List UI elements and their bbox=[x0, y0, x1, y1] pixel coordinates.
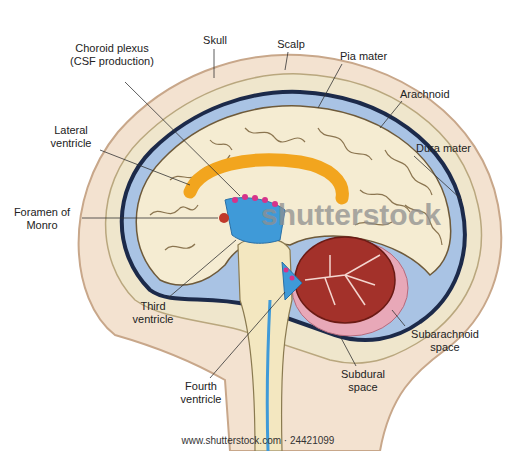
part-label: Subarachnoid space bbox=[398, 328, 492, 354]
part-label: Third ventricle bbox=[120, 300, 186, 326]
skull-band bbox=[106, 74, 482, 363]
cerebellum bbox=[295, 237, 395, 323]
dura-mater bbox=[122, 92, 465, 340]
part-label: Skull bbox=[190, 34, 240, 47]
part-label: Pia mater bbox=[340, 50, 410, 63]
scalp-outline bbox=[79, 55, 502, 451]
part-label: Scalp bbox=[266, 38, 316, 51]
footer-credit: www.shutterstock.com · 24421099 bbox=[2, 434, 512, 447]
foramen-of-monro bbox=[219, 213, 229, 223]
fourth-ventricle bbox=[282, 262, 302, 300]
part-label: Fourth ventricle bbox=[168, 380, 234, 406]
part-label: Choroid plexus (CSF production) bbox=[62, 42, 162, 68]
watermark: shutterstock bbox=[238, 198, 464, 232]
lateral-ventricle bbox=[190, 160, 342, 198]
part-label: Subdural space bbox=[330, 368, 396, 394]
arbor-vitae bbox=[305, 255, 380, 305]
gyri bbox=[150, 128, 442, 250]
part-label: Foramen of Monro bbox=[2, 206, 82, 232]
cerebrum bbox=[136, 106, 450, 285]
central-canal bbox=[267, 300, 270, 451]
part-label: Lateral ventricle bbox=[38, 124, 104, 150]
brainstem bbox=[238, 238, 292, 451]
part-label: Dura mater bbox=[416, 142, 496, 155]
part-label: Arachnoid bbox=[400, 88, 475, 101]
